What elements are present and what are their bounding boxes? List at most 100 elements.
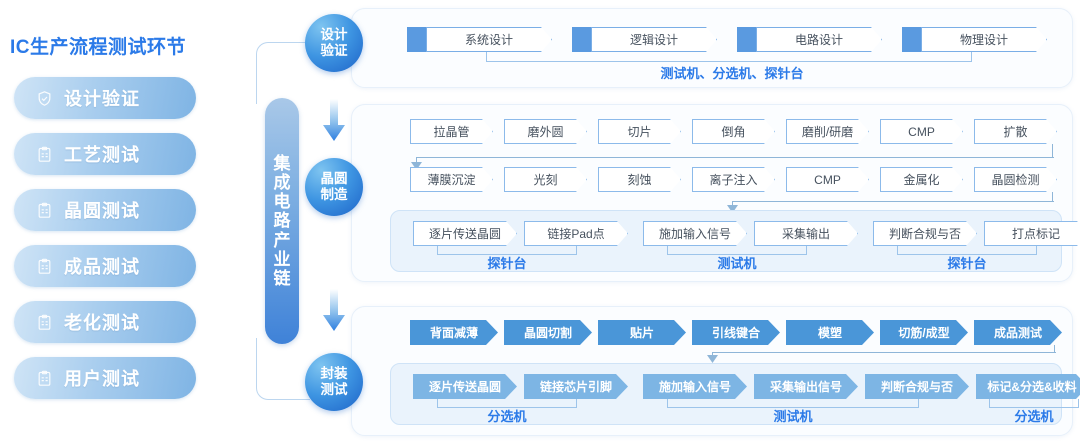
process-step[interactable]: 光刻 (504, 167, 587, 192)
flow-arrow-down-icon (321, 289, 347, 333)
process-step[interactable]: 链接芯片引脚 (524, 374, 628, 399)
chain-char: 路 (273, 211, 291, 231)
stage-badge-wafer[interactable]: 晶圆 制造 (305, 158, 363, 216)
process-step[interactable]: 判断合规与否 (865, 374, 969, 399)
sidebar-item-final-test[interactable]: 成品测试 (14, 245, 196, 287)
group-bracket (667, 246, 807, 255)
process-step[interactable]: 物理设计 (921, 27, 1047, 52)
sidebar-item-label: 设计验证 (64, 89, 140, 109)
group-caption: 分选机 (1014, 409, 1054, 424)
clipboard-check-icon (36, 258, 53, 275)
clipboard-check-icon (36, 314, 53, 331)
sidebar-item-process-test[interactable]: 工艺测试 (14, 133, 196, 175)
process-step[interactable]: 施加输入信号 (643, 221, 747, 246)
process-step[interactable]: 逐片传送晶圆 (413, 374, 517, 399)
chain-bracket-bottom (256, 338, 310, 400)
process-step[interactable]: 切片 (598, 119, 681, 144)
process-step[interactable]: 晶圆切割 (504, 320, 592, 345)
process-step[interactable]: 逐片传送晶圆 (413, 221, 517, 246)
process-step[interactable]: 打点标记 (984, 221, 1080, 246)
package-test-inner-card: 逐片传送晶圆 链接芯片引脚 施加输入信号 采集输出信号 判断合规与否 标记&分选… (390, 363, 1062, 425)
stage-badge-design[interactable]: 设计 验证 (305, 14, 363, 72)
page-title: IC生产流程测试环节 (10, 37, 187, 58)
group-caption: 探针台 (487, 256, 527, 271)
group-bracket (667, 399, 919, 408)
process-step[interactable]: 施加输入信号 (643, 374, 747, 399)
group-bracket (437, 399, 577, 408)
process-step[interactable]: 背面减薄 (410, 320, 498, 345)
group-caption: 测试机、分选机、探针台 (660, 66, 804, 81)
process-step[interactable]: 模塑 (786, 320, 874, 345)
process-step[interactable]: 逻辑设计 (591, 27, 717, 52)
wafer-manufacturing-card: 拉晶管 磨外圆 切片 倒角 磨削/研磨 CMP 扩散 薄膜沉淀 光刻 刻蚀 离子… (351, 104, 1073, 282)
process-step[interactable]: CMP (786, 167, 869, 192)
chevron-cap (737, 27, 756, 52)
process-step[interactable]: 晶圆检测 (974, 167, 1057, 192)
clipboard-check-icon (36, 370, 53, 387)
design-verification-card: 系统设计 逻辑设计 电路设计 物理设计 测试机、分选机、探针台 (351, 8, 1073, 88)
wrap-arrow-icon (707, 355, 718, 363)
process-step[interactable]: 贴片 (598, 320, 686, 345)
chevron-cap (572, 27, 591, 52)
wrap-line (732, 201, 1054, 203)
chain-char: 业 (273, 249, 291, 269)
chevron-cap (902, 27, 921, 52)
process-step[interactable]: 离子注入 (692, 167, 775, 192)
wrap-line (712, 352, 1056, 354)
process-step[interactable]: 倒角 (692, 119, 775, 144)
process-step[interactable]: 刻蚀 (598, 167, 681, 192)
clipboard-check-icon (36, 202, 53, 219)
process-step[interactable]: 标记&分选&收料 (976, 374, 1080, 399)
process-step[interactable]: 磨外圆 (504, 119, 587, 144)
sidebar-item-burnin-test[interactable]: 老化测试 (14, 301, 196, 343)
clipboard-check-icon (36, 146, 53, 163)
process-step[interactable]: 金属化 (880, 167, 963, 192)
group-bracket (989, 399, 1079, 408)
process-step[interactable]: 磨削/研磨 (786, 119, 869, 144)
wrap-line (416, 157, 1054, 159)
group-caption: 分选机 (487, 409, 527, 424)
process-step[interactable]: 系统设计 (426, 27, 552, 52)
process-step[interactable]: 引线键合 (692, 320, 780, 345)
process-step[interactable]: 切筋/成型 (880, 320, 968, 345)
process-step[interactable]: 扩散 (974, 119, 1057, 144)
wrap-line (1052, 144, 1054, 158)
sidebar-item-design-verification[interactable]: 设计验证 (14, 77, 196, 119)
wrap-line (416, 157, 418, 166)
process-step[interactable]: 拉晶管 (410, 119, 493, 144)
process-step[interactable]: 判断合规与否 (873, 221, 977, 246)
wafer-test-inner-card: 逐片传送晶圆 链接Pad点 施加输入信号 采集输出 判断合规与否 打点标记 探针… (390, 210, 1062, 272)
sidebar-item-user-test[interactable]: 用户测试 (14, 357, 196, 399)
chain-char: 成 (273, 173, 291, 193)
packaging-test-card: 背面减薄 晶圆切割 贴片 引线键合 模塑 切筋/成型 成品测试 逐片传送晶圆 链… (351, 306, 1073, 436)
process-step[interactable]: 薄膜沉淀 (410, 167, 493, 192)
chain-char: 链 (273, 268, 291, 288)
process-step[interactable]: 链接Pad点 (524, 221, 628, 246)
process-step[interactable]: 采集输出信号 (754, 374, 858, 399)
chain-bracket-top (256, 42, 310, 104)
chevron-cap (407, 27, 426, 52)
sidebar-item-wafer-test[interactable]: 晶圆测试 (14, 189, 196, 231)
chain-char: 产 (273, 230, 291, 250)
chain-char: 电 (273, 192, 291, 212)
group-bracket (437, 246, 577, 255)
process-step[interactable]: CMP (880, 119, 963, 144)
wrap-line (1052, 192, 1054, 202)
stage-badge-package[interactable]: 封装 测试 (305, 353, 363, 411)
group-caption: 探针台 (947, 256, 987, 271)
sidebar-item-label: 晶圆测试 (64, 201, 140, 221)
process-step[interactable]: 采集输出 (754, 221, 858, 246)
process-step[interactable]: 电路设计 (756, 27, 882, 52)
wrap-line (712, 352, 714, 356)
wrap-arrow-icon (727, 205, 738, 213)
wrap-line (732, 201, 734, 207)
sidebar-item-label: 老化测试 (64, 313, 140, 333)
flow-arrow-down-icon (321, 99, 347, 143)
group-bracket (486, 52, 972, 62)
sidebar-item-label: 工艺测试 (64, 145, 140, 165)
chain-char: 集 (273, 154, 291, 174)
process-step[interactable]: 成品测试 (974, 320, 1062, 345)
group-caption: 测试机 (717, 256, 757, 271)
shield-check-icon (36, 90, 53, 107)
group-bracket (897, 246, 1037, 255)
